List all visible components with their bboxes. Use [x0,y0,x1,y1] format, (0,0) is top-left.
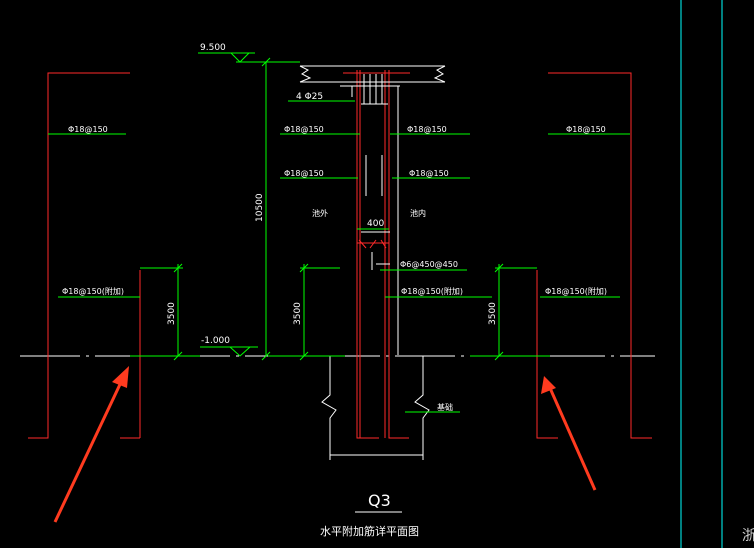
edge-char: 浙 [742,528,754,544]
center-wall [343,70,410,439]
dim-left-3500: 3500 [167,302,177,325]
level-bottom: -1.000 [201,336,230,346]
rebar-4d25-label: 4 Φ25 [296,92,323,102]
left-wall [28,72,141,439]
foundation-break [321,356,430,460]
annotation-arrows [53,366,597,523]
dim-right-3500: 3500 [488,302,498,325]
dim-mid-3500: 3500 [293,302,303,325]
left-top-label: Φ18@150 [68,125,108,134]
center-left-label-1: Φ18@150 [284,125,324,134]
foundation-label: 基础 [437,402,453,412]
center-right-label-1: Φ18@150 [407,125,447,134]
center-left-label-2: Φ18@150 [284,169,324,178]
dim-width-400: 400 [367,219,384,229]
side-right-label: 池内 [410,208,426,218]
drawing-title: Q3 [368,491,391,510]
left-bottom-label: Φ18@150(附加) [62,286,124,296]
right-top-label: Φ18@150 [566,125,606,134]
stirrup-label: Φ6@450@450 [400,260,458,269]
top-beam [299,65,446,355]
right-bottom-label: Φ18@150(附加) [545,286,607,296]
level-top: 9.500 [200,43,226,53]
center-right-label-3: Φ18@150(附加) [401,286,463,296]
drawing-subtitle: 水平附加筋详平面图 [320,524,419,538]
right-wall [536,72,652,439]
center-marks [361,155,390,270]
side-left-label: 池外 [312,208,328,218]
center-right-label-2: Φ18@150 [409,169,449,178]
green-lines [48,52,630,413]
dim-height-total: 10500 [255,193,265,222]
